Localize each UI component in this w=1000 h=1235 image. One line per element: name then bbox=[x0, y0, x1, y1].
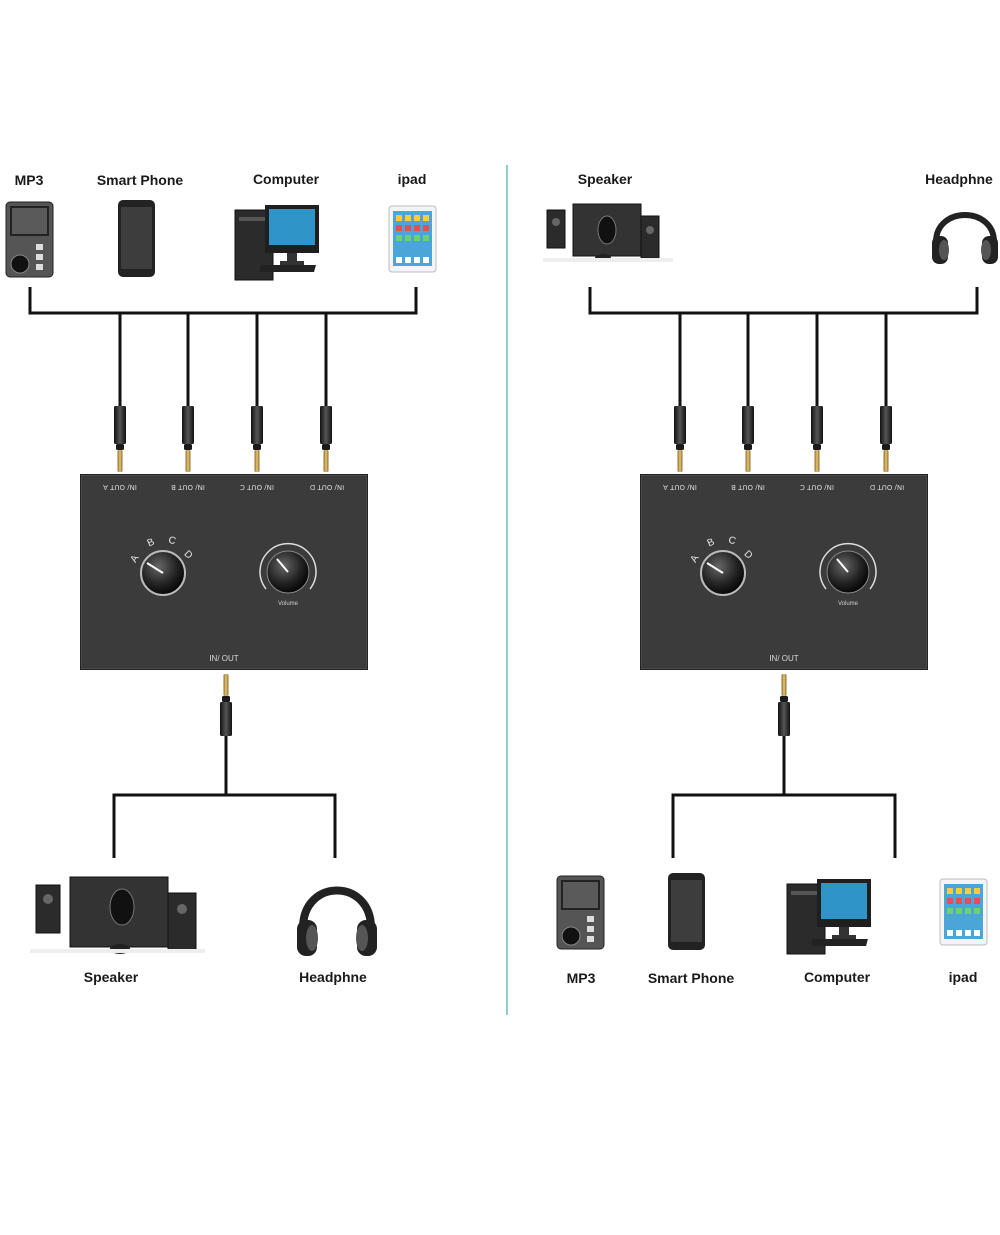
main-port-label: IN/ OUT bbox=[769, 654, 799, 663]
volume-label: Volume bbox=[837, 601, 859, 607]
audio-jack-plug bbox=[778, 674, 790, 736]
audio-jack-plug bbox=[251, 406, 263, 472]
speaker-icon bbox=[30, 876, 205, 954]
audio-jack-plug bbox=[811, 406, 823, 472]
label-right-top-headphone: Headphne bbox=[925, 171, 993, 187]
ipad-icon bbox=[939, 878, 988, 946]
label-right-bottom-mp3: MP3 bbox=[566, 970, 596, 986]
label-right-bottom-ipad: ipad bbox=[948, 969, 978, 985]
computer-icon bbox=[786, 879, 871, 955]
right-audio-switch: IN/ OUT A IN/ OUT B IN/ OUT C IN/ OUT D … bbox=[640, 474, 928, 670]
label-right-bottom-smartphone: Smart Phone bbox=[647, 970, 735, 986]
label-right-top-speaker: Speaker bbox=[577, 171, 633, 187]
audio-jack-plug bbox=[742, 406, 754, 472]
left-top-bus bbox=[28, 287, 418, 410]
selector-knob[interactable] bbox=[693, 543, 753, 603]
port-label-c: IN/ OUT C bbox=[240, 483, 274, 491]
headphones-icon bbox=[932, 212, 998, 264]
computer-icon bbox=[234, 205, 319, 281]
speaker-icon bbox=[543, 203, 673, 262]
port-label-a: IN/ OUT A bbox=[663, 483, 697, 491]
label-right-bottom-computer: Computer bbox=[803, 969, 871, 985]
volume-knob[interactable] bbox=[813, 537, 883, 607]
port-label-c: IN/ OUT C bbox=[800, 483, 834, 491]
left-audio-switch: IN/ OUT A IN/ OUT B IN/ OUT C IN/ OUT D … bbox=[80, 474, 368, 670]
volume-knob[interactable] bbox=[253, 537, 323, 607]
label-left-top-smartphone: Smart Phone bbox=[96, 172, 184, 188]
audio-jack-plug bbox=[114, 406, 126, 472]
port-label-b: IN/ OUT B bbox=[171, 483, 205, 491]
port-label-a: IN/ OUT A bbox=[103, 483, 137, 491]
audio-jack-plug bbox=[674, 406, 686, 472]
mp3-player-icon bbox=[5, 201, 54, 278]
selector-knob[interactable] bbox=[133, 543, 193, 603]
audio-jack-plug bbox=[880, 406, 892, 472]
volume-label: Volume bbox=[277, 601, 299, 607]
ipad-icon bbox=[388, 205, 437, 273]
label-left-top-mp3: MP3 bbox=[14, 172, 44, 188]
left-bottom-bus bbox=[112, 735, 337, 858]
smartphone-icon bbox=[118, 200, 155, 277]
right-bottom-bus bbox=[671, 735, 897, 858]
label-left-bottom-headphone: Headphne bbox=[299, 969, 367, 985]
audio-jack-plug bbox=[220, 674, 232, 736]
headphones-icon bbox=[297, 886, 377, 956]
port-label-b: IN/ OUT B bbox=[731, 483, 765, 491]
smartphone-icon bbox=[668, 873, 705, 950]
right-top-bus bbox=[588, 287, 979, 410]
mp3-player-icon bbox=[556, 875, 605, 950]
audio-jack-plug bbox=[182, 406, 194, 472]
port-label-d: IN/ OUT D bbox=[869, 483, 905, 491]
main-port-label: IN/ OUT bbox=[209, 654, 239, 663]
audio-jack-plug bbox=[320, 406, 332, 472]
label-left-top-computer: Computer bbox=[252, 171, 320, 187]
label-left-bottom-speaker: Speaker bbox=[83, 969, 139, 985]
label-left-top-ipad: ipad bbox=[397, 171, 427, 187]
port-label-d: IN/ OUT D bbox=[309, 483, 345, 491]
